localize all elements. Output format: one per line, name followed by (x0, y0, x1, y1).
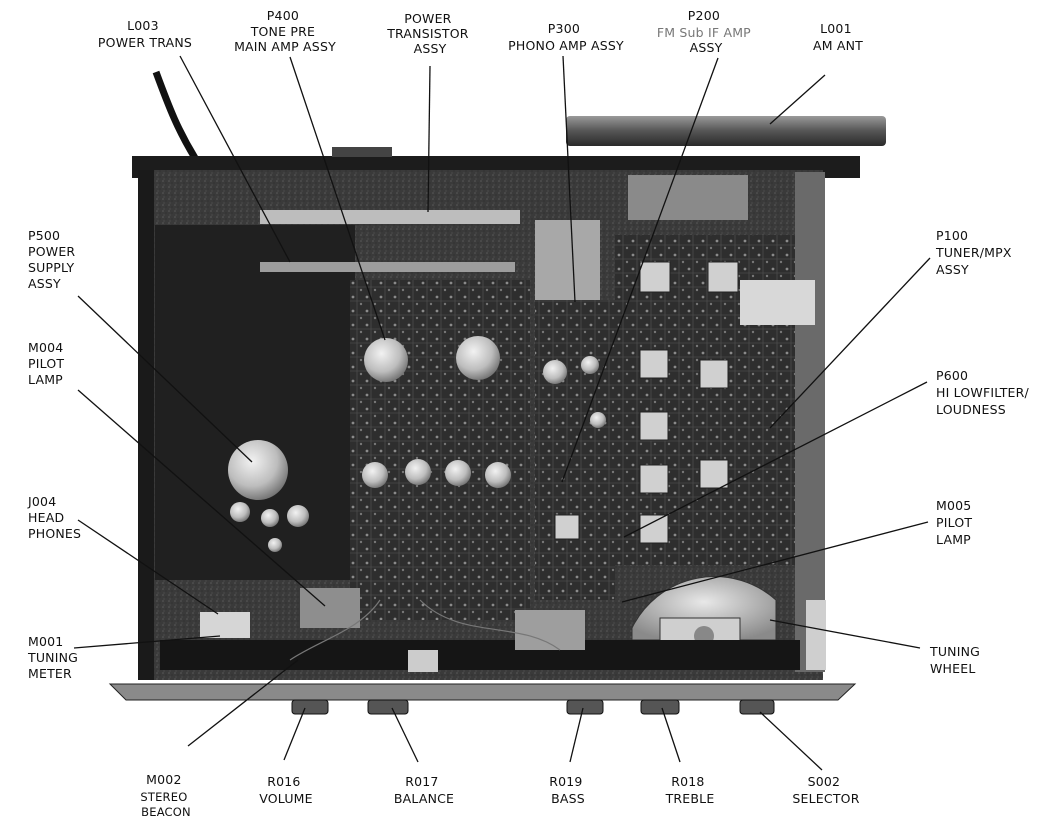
am-antenna-rod (566, 116, 886, 146)
label-power-transistor: POWER TRANSISTOR ASSY (386, 11, 473, 56)
label-l003: L003 POWER TRANS (98, 18, 192, 50)
label-l001: L001 AM ANT (813, 21, 863, 53)
label-p200: P200 FM Sub IF AMP ASSY (657, 8, 755, 55)
leader-p500 (77, 295, 253, 463)
leader-j004 (77, 519, 219, 615)
label-m004: M004 PILOT LAMP (28, 340, 68, 387)
callout-labels: L003 POWER TRANS P400 TONE PRE MAIN AMP … (27, 8, 1033, 819)
label-p600: P600 HI LOWFILTER/ LOUDNESS (936, 368, 1033, 417)
leader-r018 (661, 707, 681, 763)
label-r018: R018 TREBLE (665, 774, 715, 806)
leader-s002 (759, 711, 823, 771)
leader-power-transistor (427, 65, 431, 213)
leader-m002 (187, 659, 299, 747)
leader-p400 (289, 56, 386, 341)
label-p300: P300 PHONO AMP ASSY (508, 21, 624, 53)
leader-p300 (562, 55, 576, 303)
leader-p100 (769, 257, 931, 429)
label-p100: P100 TUNER/MPX ASSY (935, 228, 1016, 277)
leader-m004 (77, 389, 326, 607)
label-p500: P500 POWER SUPPLY ASSY (28, 228, 80, 291)
phono-board (535, 300, 615, 600)
label-j004: J004 HEAD PHONES (27, 494, 81, 541)
label-tuning-wheel: TUNING WHEEL (929, 644, 984, 676)
label-p400: P400 TONE PRE MAIN AMP ASSY (234, 8, 336, 54)
label-r016: R016 VOLUME (259, 774, 313, 806)
power-supply-region (155, 225, 355, 580)
leader-tuning-wheel (769, 619, 921, 649)
main-amp-board (350, 280, 530, 620)
heatsink-bar (260, 210, 520, 224)
leader-l001 (769, 74, 826, 125)
leader-m005 (621, 521, 929, 603)
front-subpanel (160, 640, 800, 670)
label-m002: M002 STEREO BEACON (140, 772, 191, 819)
leader-m001 (73, 635, 221, 649)
leader-r016 (283, 707, 306, 761)
leader-r017 (391, 707, 419, 763)
chassis-photo (108, 70, 886, 715)
label-m005: M005 PILOT LAMP (936, 498, 976, 547)
leader-r019 (569, 707, 584, 763)
leader-p600 (623, 381, 928, 538)
leader-p200 (561, 57, 719, 483)
front-panel (108, 683, 857, 701)
label-r019: R019 BASS (549, 774, 587, 806)
leader-lines (73, 55, 931, 771)
label-s002: S002 SELECTOR (792, 774, 859, 806)
power-cord (152, 70, 198, 160)
label-r017: R017 BALANCE (394, 774, 454, 806)
leader-l003 (179, 55, 291, 263)
label-m001: M001 TUNING METER (27, 634, 82, 681)
